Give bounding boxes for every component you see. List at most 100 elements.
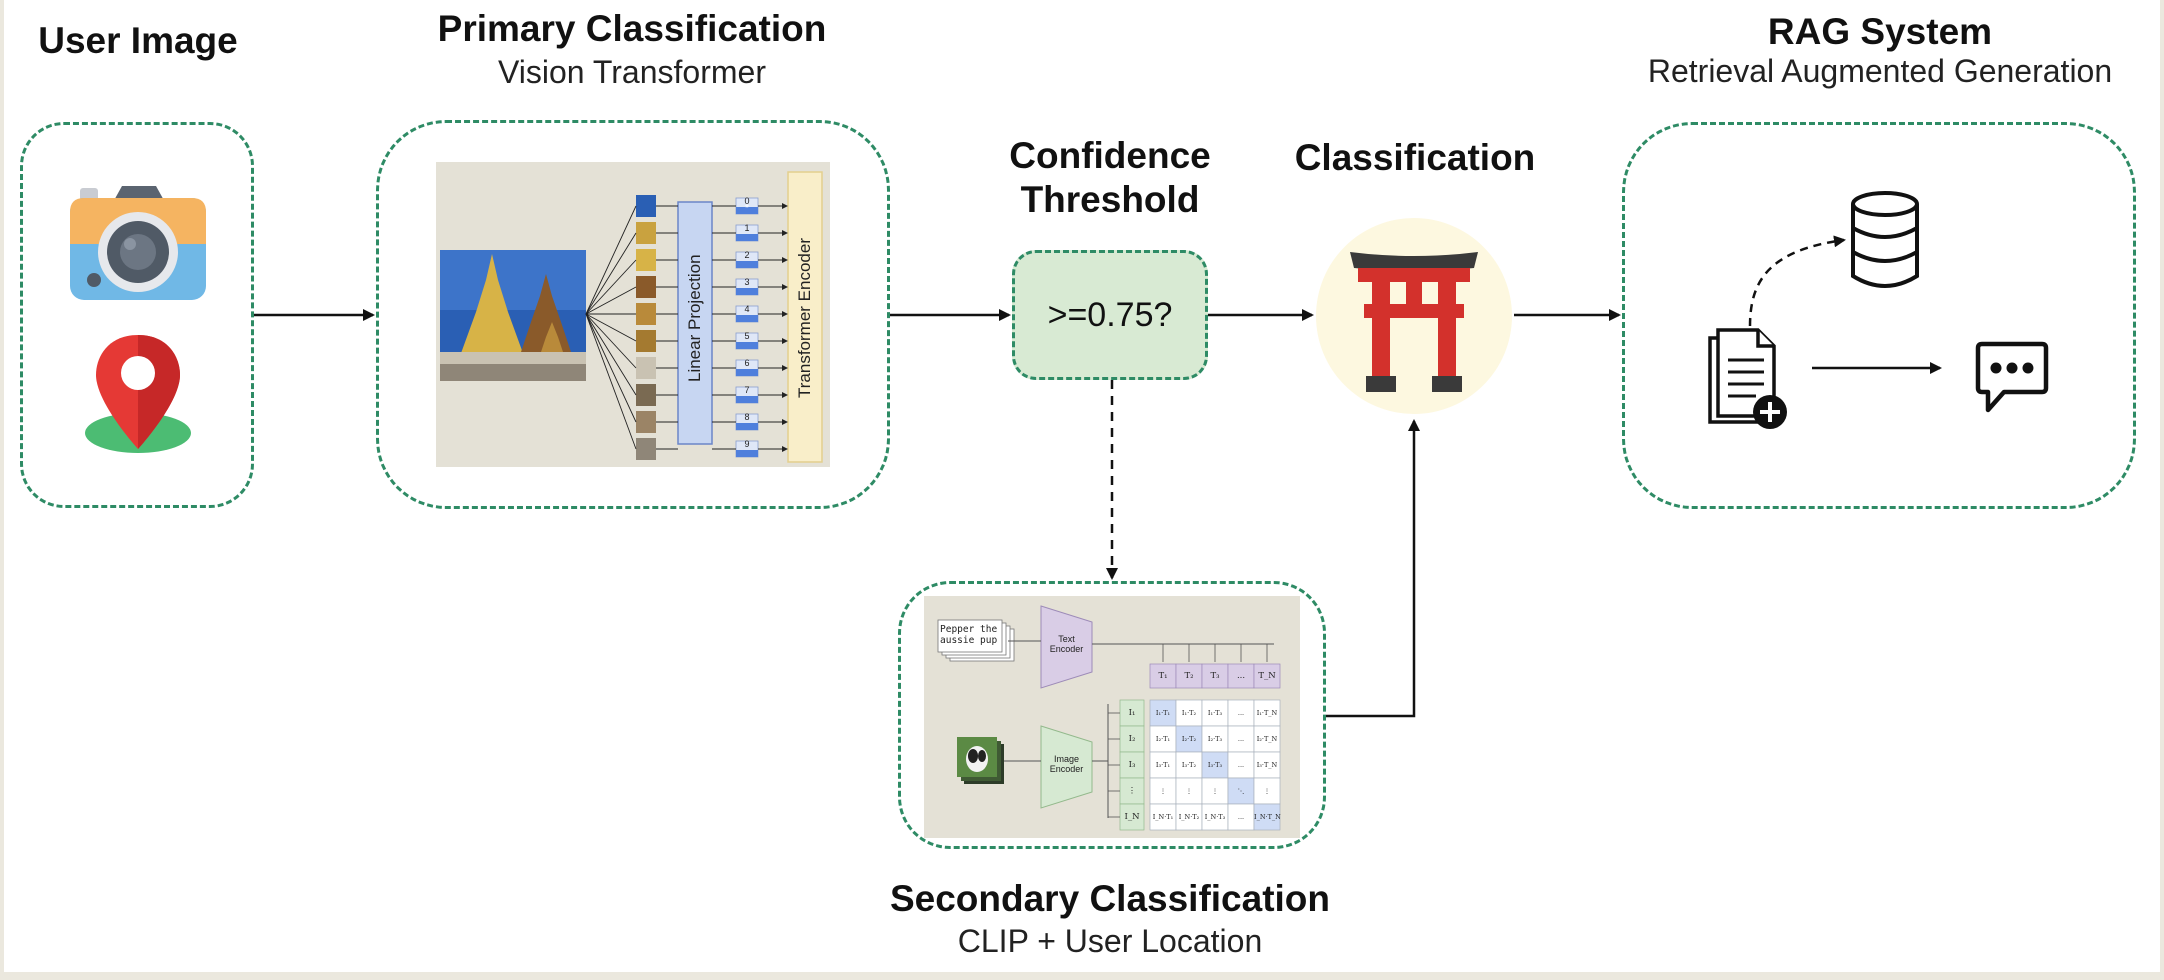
patch-fan-line [585,313,637,369]
image-token-label: ⋮ [1127,786,1137,796]
token-embedding [736,288,758,295]
matrix-cell-label: ⋮ [1185,787,1193,795]
token-embedding [736,423,758,430]
matrix-cell-label: I_N·T₃ [1204,813,1226,821]
image-encoder-line1: Image [1053,754,1079,764]
confidence-threshold-node: >=0.75? [1012,250,1208,380]
confidence-threshold-title: Confidence Threshold [960,134,1260,222]
image-patch [636,330,656,352]
token-arrowhead [782,365,788,371]
matrix-cell-label: ⋱ [1237,787,1245,795]
text-encoder-line1: Text [1058,634,1075,644]
text-token-label: T₁ [1158,671,1168,681]
matrix-cell-label: I₂·T_N [1256,735,1278,743]
token-arrowhead [782,392,788,398]
text-token-cell [1253,663,1281,689]
token-arrowhead [782,257,788,263]
patch-fan-line [585,205,637,315]
clip-architecture-figure: Pepper the aussie pup Text Encoder Image… [924,596,1300,838]
token-embedding [736,342,758,349]
token-arrowhead [782,230,788,236]
confidence-threshold-line2: Threshold [1020,179,1200,220]
matrix-cell-label: I₁·T₂ [1181,709,1197,717]
text-encoder-label: Text Encoder [1041,634,1092,654]
matrix-cell-label: I_N·T_N [1254,813,1281,821]
matrix-cell-label: ... [1237,709,1245,717]
image-patch [636,438,656,460]
matrix-cell-label: ⋮ [1159,787,1167,795]
matrix-cell [1149,803,1177,831]
text-token-label: T₂ [1184,671,1194,681]
token-embedding [736,261,758,268]
token-index-label: 9 [744,439,750,449]
matrix-cell-label: ⋮ [1263,787,1271,795]
document-add-icon [1708,328,1787,429]
text-token-label: T_N [1258,671,1276,681]
matrix-cell-label: ... [1237,761,1245,769]
text-token-label: ... [1236,671,1246,681]
cls-token-marker: * [745,203,749,214]
matrix-cell [1253,725,1281,753]
image-encoder-label: Image Encoder [1041,754,1092,774]
text-token-cell [1175,663,1203,689]
token-index-label: 6 [744,358,750,368]
matrix-cell [1175,803,1203,831]
image-token-label: I₂ [1128,734,1136,744]
token-embedding [736,207,758,214]
text-token-label: T₃ [1210,671,1220,681]
token-index-label: 2 [744,250,750,260]
torii-gate-icon [1316,218,1512,414]
patch-fan-line [585,313,637,423]
matrix-cell-label: I₃·T_N [1256,761,1278,769]
camera-icon [70,186,206,300]
image-patch [636,195,656,217]
token-arrowhead [782,446,788,452]
image-token-cell [1119,725,1145,753]
puppy-photo [957,737,1004,784]
image-token-label: I_N [1124,812,1140,822]
classification-title: Classification [1294,137,1536,178]
image-patch [636,411,656,433]
matrix-cell-label: ⋮ [1211,787,1219,795]
matrix-cell-diagonal [1227,777,1255,805]
token-arrowhead [782,203,788,209]
secondary-classification-title: Secondary Classification [889,878,1331,919]
patch-fan-line [585,286,637,315]
caption-text: Pepper the aussie pup [940,624,1000,646]
user-image-title: User Image [38,20,238,61]
matrix-cell [1227,725,1255,753]
token-index-label: 7 [744,385,750,395]
matrix-cell [1175,777,1203,805]
matrix-cell-label: ... [1237,813,1245,821]
clip-diagram [937,605,1281,831]
token-index-label: 3 [744,277,750,287]
matrix-cell [1201,725,1229,753]
image-token-label: I₁ [1128,708,1136,718]
matrix-cell-label: I₃·T₃ [1207,761,1223,769]
clip-dynamic-marks [1108,644,1281,831]
token-index-label: 1 [744,223,750,233]
arrow-secondary-to-classification [1326,419,1420,718]
caption-cards [937,619,1015,662]
matrix-cell [1227,803,1255,831]
image-patch [636,357,656,379]
confidence-condition: >=0.75? [1047,295,1173,334]
image-patch [636,303,656,325]
token-index-label: 0 [744,196,750,206]
caption-line1: Pepper the [940,624,998,635]
image-patch [636,222,656,244]
token-arrowhead [782,284,788,290]
matrix-cell [1149,777,1177,805]
matrix-cell-label: I₁·T₁ [1155,709,1171,717]
matrix-cell-label: I₂·T₂ [1181,735,1197,743]
caption-line2: aussie pup [940,635,998,646]
matrix-cell-label: I₁·T₃ [1207,709,1223,717]
token-arrowhead [782,311,788,317]
text-encoder-line2: Encoder [1049,644,1084,654]
primary-classification-title: Primary Classification [437,8,827,49]
image-encoder-line2: Encoder [1049,764,1084,774]
matrix-cell-label: I₁·T_N [1256,709,1278,717]
matrix-cell-label: I₂·T₁ [1155,735,1171,743]
token-embedding [736,450,758,457]
